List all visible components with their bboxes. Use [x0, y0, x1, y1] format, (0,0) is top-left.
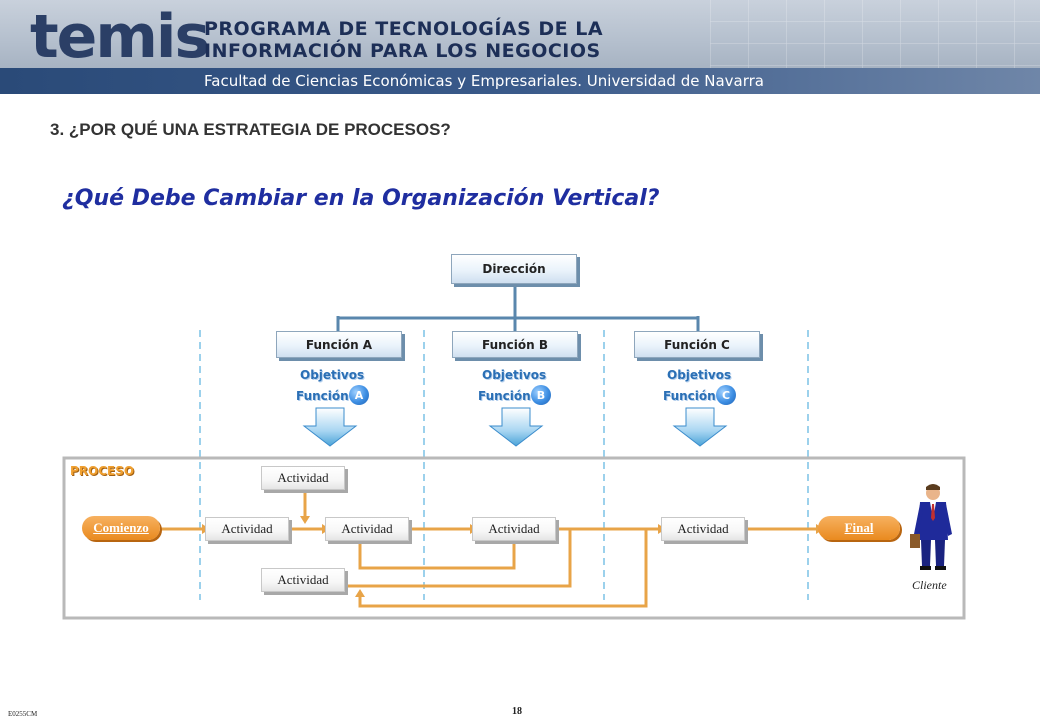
program-title-line2: INFORMACIÓN PARA LOS NEGOCIOS — [204, 40, 601, 62]
objetivos-c-line2: Función — [663, 389, 716, 403]
flow-loop-1 — [358, 542, 516, 570]
funcion-c-box: Función C — [634, 331, 760, 358]
doc-code: E0255CM — [8, 710, 38, 718]
header-banner: temis PROGRAMA DE TECNOLOGÍAS DE LA INFO… — [0, 0, 1040, 94]
process-flow — [160, 491, 816, 608]
cliente-label: Cliente — [912, 578, 947, 592]
activity-box: Actividad — [205, 517, 289, 541]
objetivos-b-line2: Función — [478, 389, 531, 403]
slide-title: ¿Qué Debe Cambiar en la Organización Ver… — [62, 186, 660, 211]
down-arrow-a — [302, 407, 358, 447]
temis-logo: temis — [30, 2, 210, 72]
activity-box: Actividad — [661, 517, 745, 541]
funcion-a-box: Función A — [276, 331, 402, 358]
letter-c-badge: C — [716, 385, 736, 405]
section-heading: 3. ¿POR QUÉ UNA ESTRATEGIA DE PROCESOS? — [50, 120, 451, 139]
down-arrow-b — [488, 407, 544, 447]
org-connectors — [336, 287, 700, 332]
down-arrow-c — [672, 407, 728, 447]
process-box — [62, 456, 966, 620]
activity-box: Actividad — [261, 466, 345, 490]
faculty-name: Facultad de Ciencias Económicas y Empres… — [204, 72, 764, 90]
client-figure-icon — [910, 484, 952, 570]
direccion-box: Dirección — [451, 254, 577, 284]
activity-box: Actividad — [325, 517, 409, 541]
flow-loop-2 — [346, 529, 572, 588]
letter-a-badge: A — [349, 385, 369, 405]
down-arrows — [302, 407, 728, 447]
comienzo-node: Comienzo — [82, 516, 160, 540]
activity-box: Actividad — [261, 568, 345, 592]
objetivos-a-line1: Objetivos — [300, 368, 365, 382]
final-node: Final — [818, 516, 900, 540]
banner-strip — [0, 68, 1040, 94]
program-title-line1: PROGRAMA DE TECNOLOGÍAS DE LA — [204, 18, 604, 40]
activity-box: Actividad — [472, 517, 556, 541]
flow-loop-3 — [358, 529, 648, 608]
funcion-b-box: Función B — [452, 331, 578, 358]
banner-grid-pattern — [710, 0, 1040, 68]
arrowhead — [355, 589, 365, 597]
arrowhead — [300, 516, 310, 524]
objetivos-c-line1: Objetivos — [667, 368, 732, 382]
function-dividers — [199, 330, 809, 600]
objetivos-a-line2: Función — [296, 389, 349, 403]
letter-b-badge: B — [531, 385, 551, 405]
page-number: 18 — [512, 706, 522, 717]
proceso-label: PROCESO — [70, 464, 135, 478]
objetivos-b-line1: Objetivos — [482, 368, 547, 382]
